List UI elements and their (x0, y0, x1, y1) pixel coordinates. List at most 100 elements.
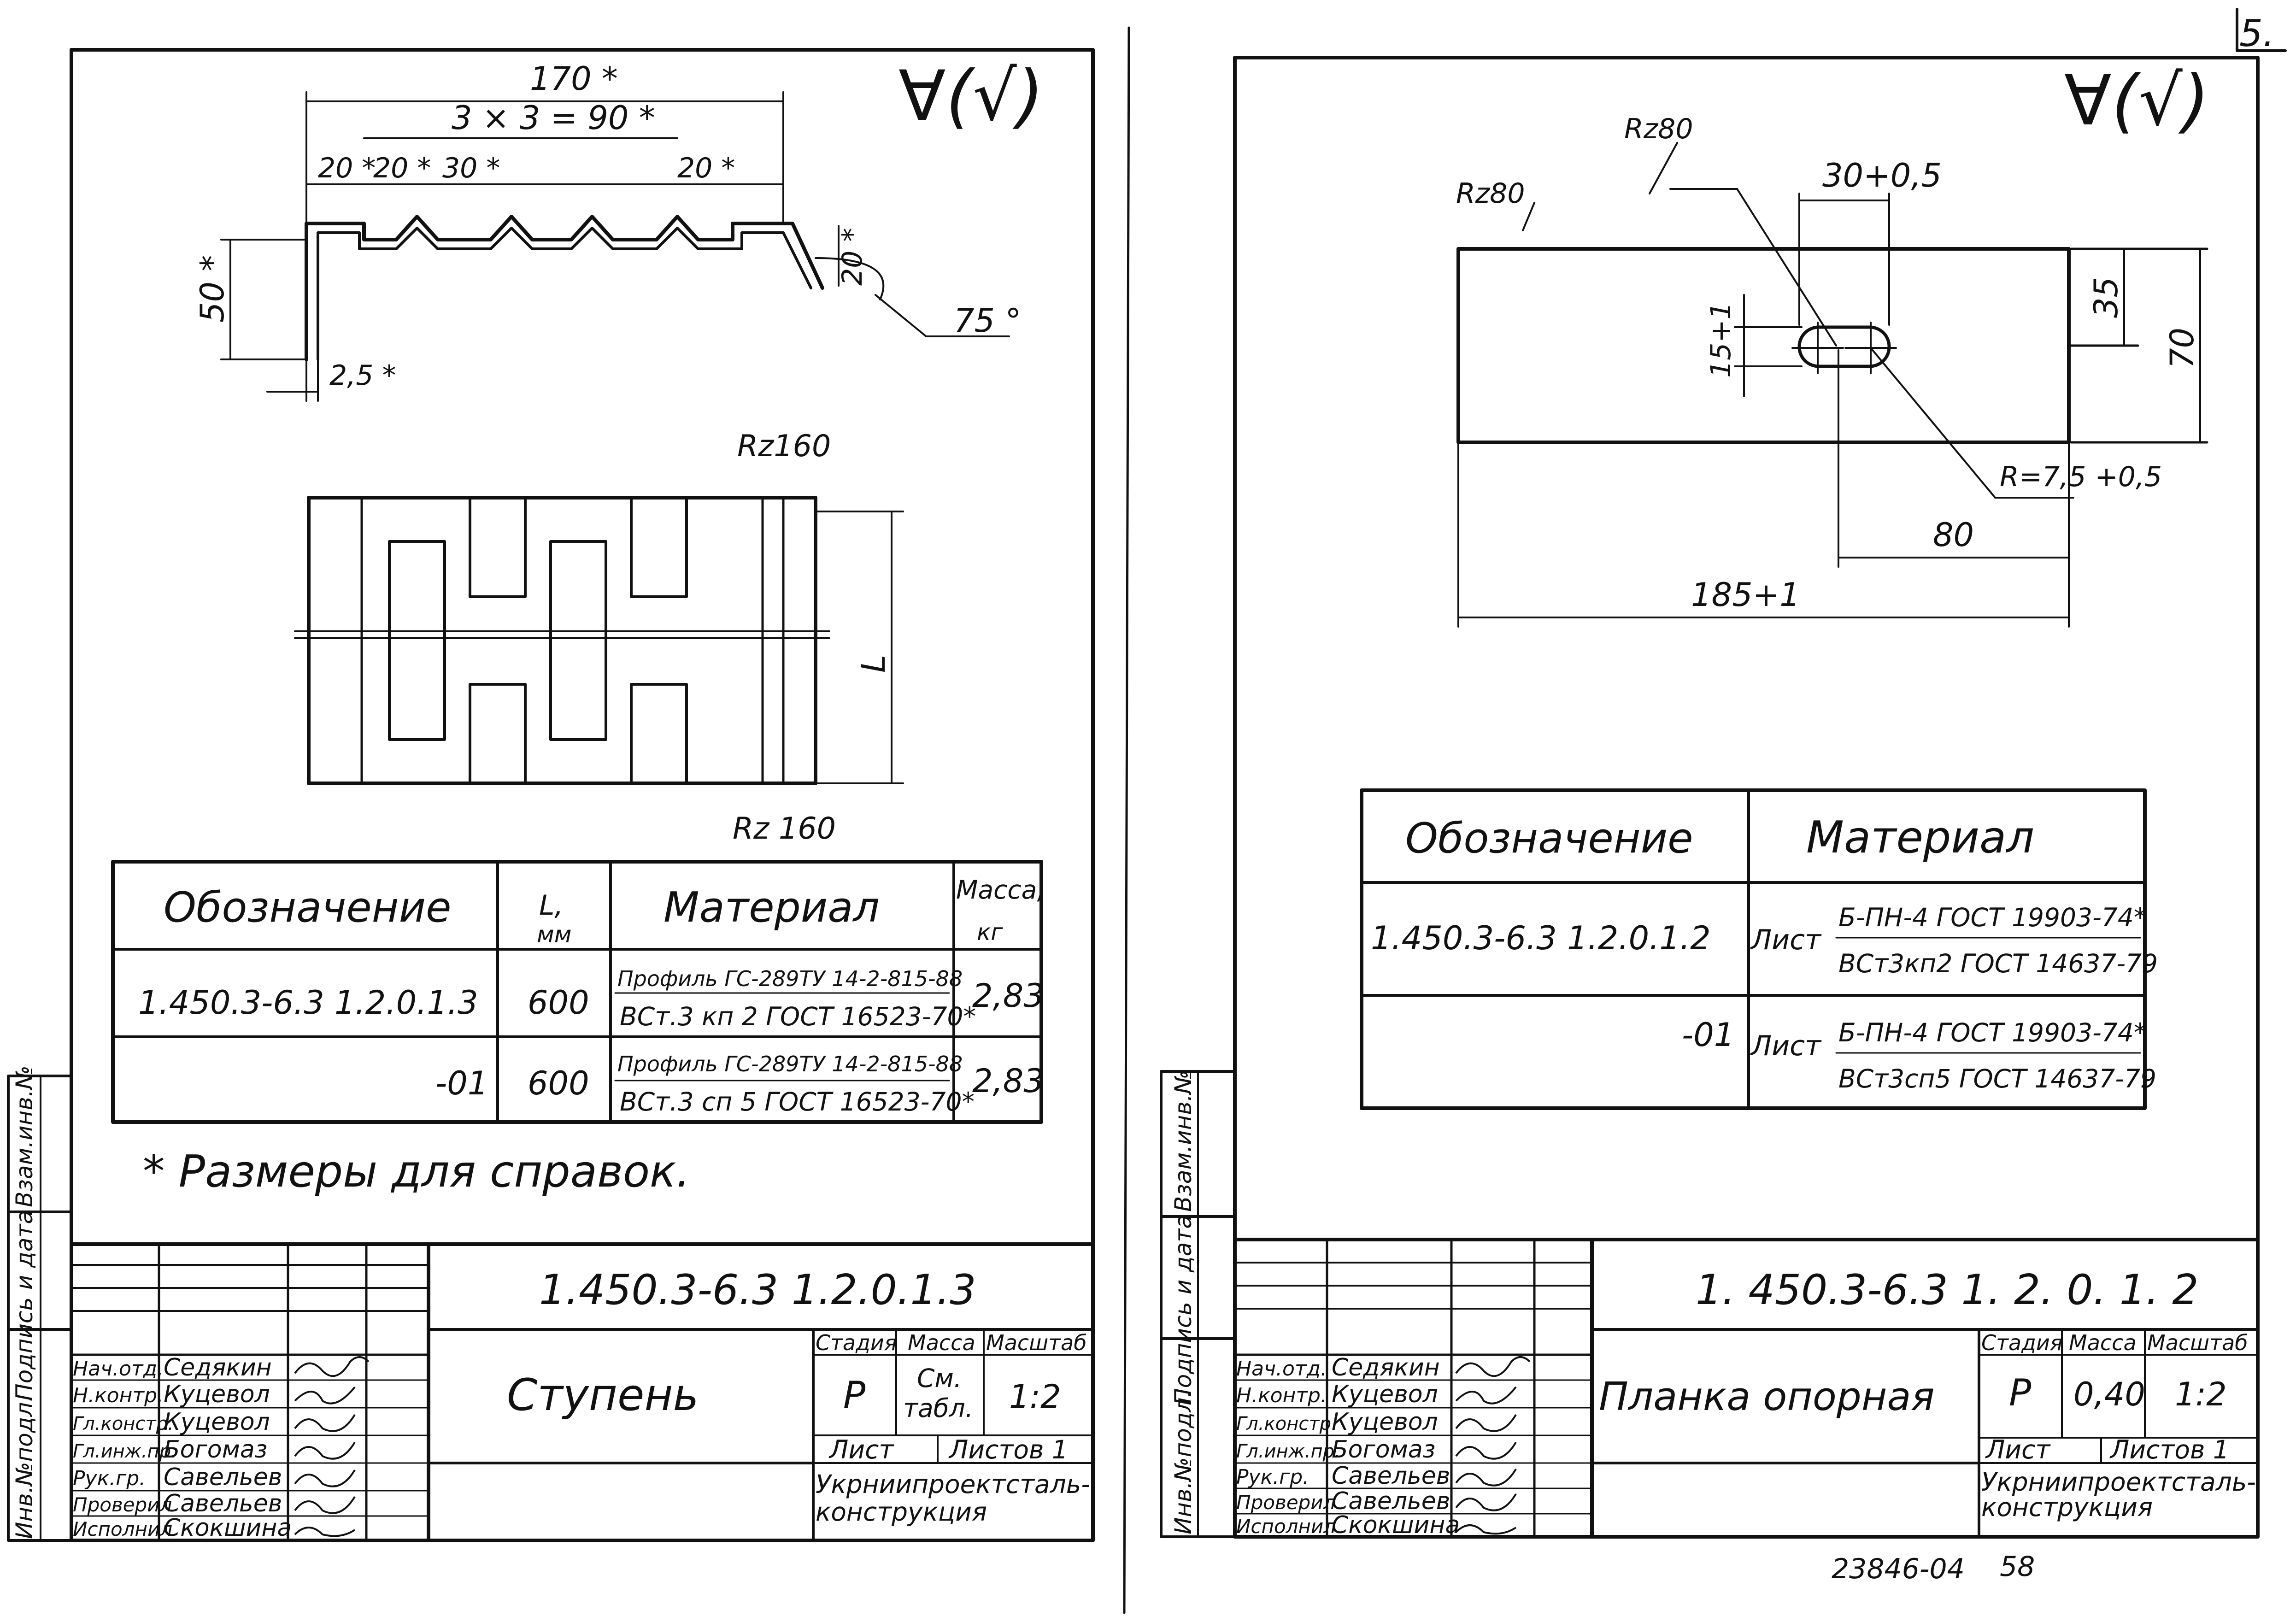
right-row2-material-bottom: ВСт3сп5 ГОСТ 14637-79 (1838, 1064, 2156, 1093)
side-stamp-signature: Подпись и дата (11, 1210, 38, 1401)
person-3: Куцевол (164, 1408, 270, 1436)
sheet-fold-line (1123, 26, 1130, 1614)
signatures (294, 1356, 370, 1537)
right-spec-table: Обозначение Материал 1.450.3-6.3 1.2.0.1… (1360, 788, 2158, 1110)
table-header-mass-unit: кг (977, 919, 1003, 946)
right-role-head-dept: Нач.отд. (1236, 1357, 1327, 1381)
dim-slot-width: 15+1 (1705, 302, 1737, 378)
right-label-stage: Стадия (1981, 1330, 2062, 1355)
role-chief-designer: Гл.констр. (73, 1413, 174, 1434)
right-role-executed: Исполнил (1236, 1515, 1336, 1538)
right-row2-material-top: Б-ПН-4 ГОСТ 19903-74* (1838, 1018, 2146, 1047)
right-side-stamp-replace: Взам.инв.№ (1170, 1070, 1197, 1212)
right-stage-value: Р (2009, 1371, 2032, 1414)
rz80-left: Rz80 (1456, 177, 1525, 210)
left-mass-value: См. (917, 1363, 962, 1393)
rz80-right: Rz80 (1624, 113, 1693, 145)
right-person-4: Богомаз (1332, 1436, 1435, 1463)
table-header-designation: Обозначение (164, 883, 452, 932)
right-title-block: Нач.отд. Н.контр. Гл.констр. Гл.инж.пр. … (1233, 1238, 2260, 1539)
row2-material-top: Профиль ГС-289ТУ 14-2-815-88 (617, 1052, 963, 1076)
right-person-1: Седякин (1332, 1354, 1440, 1381)
left-title-block: Нач.отд. Н.контр. Гл.констр. Гл.инж.пр. … (70, 1242, 1095, 1542)
rz160-top: Rz160 (737, 429, 831, 464)
right-row2-sheet: Лист (1750, 1030, 1822, 1062)
left-scale-value: 1:2 (1009, 1378, 1061, 1416)
left-stage-value: Р (843, 1374, 866, 1416)
person-7: Скокшина (164, 1514, 292, 1542)
right-person-7: Скокшина (1332, 1511, 1460, 1539)
row2-material-bottom: ВСт.3 сп 5 ГОСТ 16523-70* (620, 1087, 975, 1117)
left-roughness-mark: ∀(√) (898, 56, 1044, 136)
left-label-scale: Масштаб (986, 1330, 1087, 1355)
right-role-chief-designer: Гл.констр. (1236, 1413, 1337, 1434)
footer-code: 23846-04 (1832, 1553, 1965, 1585)
row2-designation: -01 (435, 1064, 488, 1102)
rz160-bottom: Rz 160 (733, 811, 836, 846)
right-mass-value: 0,40 (2073, 1375, 2145, 1413)
right-part-name: Планка опорная (1599, 1374, 1935, 1420)
role-norm-control: Н.контр. (73, 1384, 164, 1407)
left-spec-table: Обозначение L, мм Материал Масса, кг 1.4… (111, 860, 1045, 1124)
dim-20-c: 20 * (677, 152, 735, 184)
role-chief-engineer: Гл.инж.пр. (73, 1441, 177, 1462)
side-stamp-replace: Взам.инв.№ (11, 1065, 38, 1207)
role-checked: Проверил (73, 1493, 172, 1516)
right-label-sheet: Лист (1985, 1435, 2051, 1464)
right-person-2: Куцевол (1332, 1381, 1438, 1408)
right-header-material: Материал (1806, 812, 2034, 863)
dim-slot-length: 30+0,5 (1822, 157, 1942, 194)
right-person-6: Савельев (1332, 1487, 1450, 1515)
right-doc-number: 1. 450.3-6.3 1. 2. 0. 1. 2 (1696, 1266, 2199, 1314)
table-header-material: Материал (664, 883, 880, 932)
right-label-scale: Масштаб (2147, 1330, 2248, 1355)
right-org-line1: Укрниипроектсталь- (1981, 1467, 2256, 1497)
left-label-sheets: Листов 1 (948, 1435, 1068, 1464)
dim-80: 80 (1933, 516, 1974, 554)
page-number-fragment: 5. (2239, 12, 2274, 55)
role-executed: Исполнил (73, 1518, 172, 1540)
right-row1-material-bottom: ВСт3кп2 ГОСТ 14637-79 (1838, 949, 2158, 978)
person-2: Куцевол (164, 1381, 270, 1408)
row1-length: 600 (528, 984, 589, 1022)
footer-page: 58 (2000, 1551, 2035, 1583)
right-sheet-frame (1233, 56, 2260, 1539)
dim-length-l: L (855, 655, 893, 673)
right-row1-designation: 1.450.3-6.3 1.2.0.1.2 (1371, 919, 1711, 957)
dim-70: 70 (2163, 328, 2201, 369)
person-4: Богомаз (164, 1436, 267, 1463)
right-sheet: 5. Инв.№подл. Подпись и дата Взам.инв.№ … (1160, 8, 2287, 1585)
table-header-length-unit: мм (537, 921, 571, 948)
role-head-dept: Нач.отд. (73, 1357, 164, 1381)
right-row2-designation: -01 (1682, 1016, 1734, 1054)
right-role-chief-engineer: Гл.инж.пр. (1236, 1441, 1340, 1462)
right-scale-value: 1:2 (2175, 1375, 2227, 1413)
dim-pitch-90: 3 × 3 = 90 * (452, 99, 655, 137)
right-org-line2: конструкция (1981, 1493, 2153, 1522)
row2-mass: 2,83 (972, 1062, 1044, 1100)
dim-2-5: 2,5 * (329, 359, 396, 392)
table-header-length: L, (539, 889, 564, 922)
row1-mass: 2,83 (972, 977, 1044, 1015)
row2-length: 600 (528, 1064, 589, 1102)
row1-material-bottom: ВСт.3 кп 2 ГОСТ 16523-70* (620, 1002, 976, 1031)
table-header-mass: Масса, (956, 875, 1045, 905)
dim-185: 185+1 (1691, 576, 1800, 614)
left-org-line2: конструкция (816, 1497, 987, 1527)
row1-material-top: Профиль ГС-289ТУ 14-2-815-88 (617, 966, 963, 991)
right-person-5: Савельев (1332, 1462, 1450, 1490)
left-sheet: Инв.№подл. Подпись и дата Взам.инв.№ ∀(√… (7, 48, 1095, 1542)
right-side-stamp: Инв.№подл. Подпись и дата Взам.инв.№ (1160, 1070, 1236, 1538)
right-person-3: Куцевол (1332, 1408, 1438, 1436)
person-1: Седякин (164, 1354, 272, 1381)
left-mass-value-2: табл. (903, 1393, 973, 1423)
dim-30: 30 * (442, 152, 500, 184)
right-header-designation: Обозначение (1405, 814, 1693, 863)
left-doc-number: 1.450.3-6.3 1.2.0.1.3 (539, 1266, 976, 1314)
right-label-mass: Масса (2069, 1330, 2137, 1355)
left-label-stage: Стадия (816, 1330, 897, 1355)
step-plan-view: L Rz160 Rz 160 (294, 429, 904, 846)
right-role-norm-control: Н.контр. (1236, 1384, 1327, 1407)
left-part-name: Ступень (507, 1370, 699, 1421)
